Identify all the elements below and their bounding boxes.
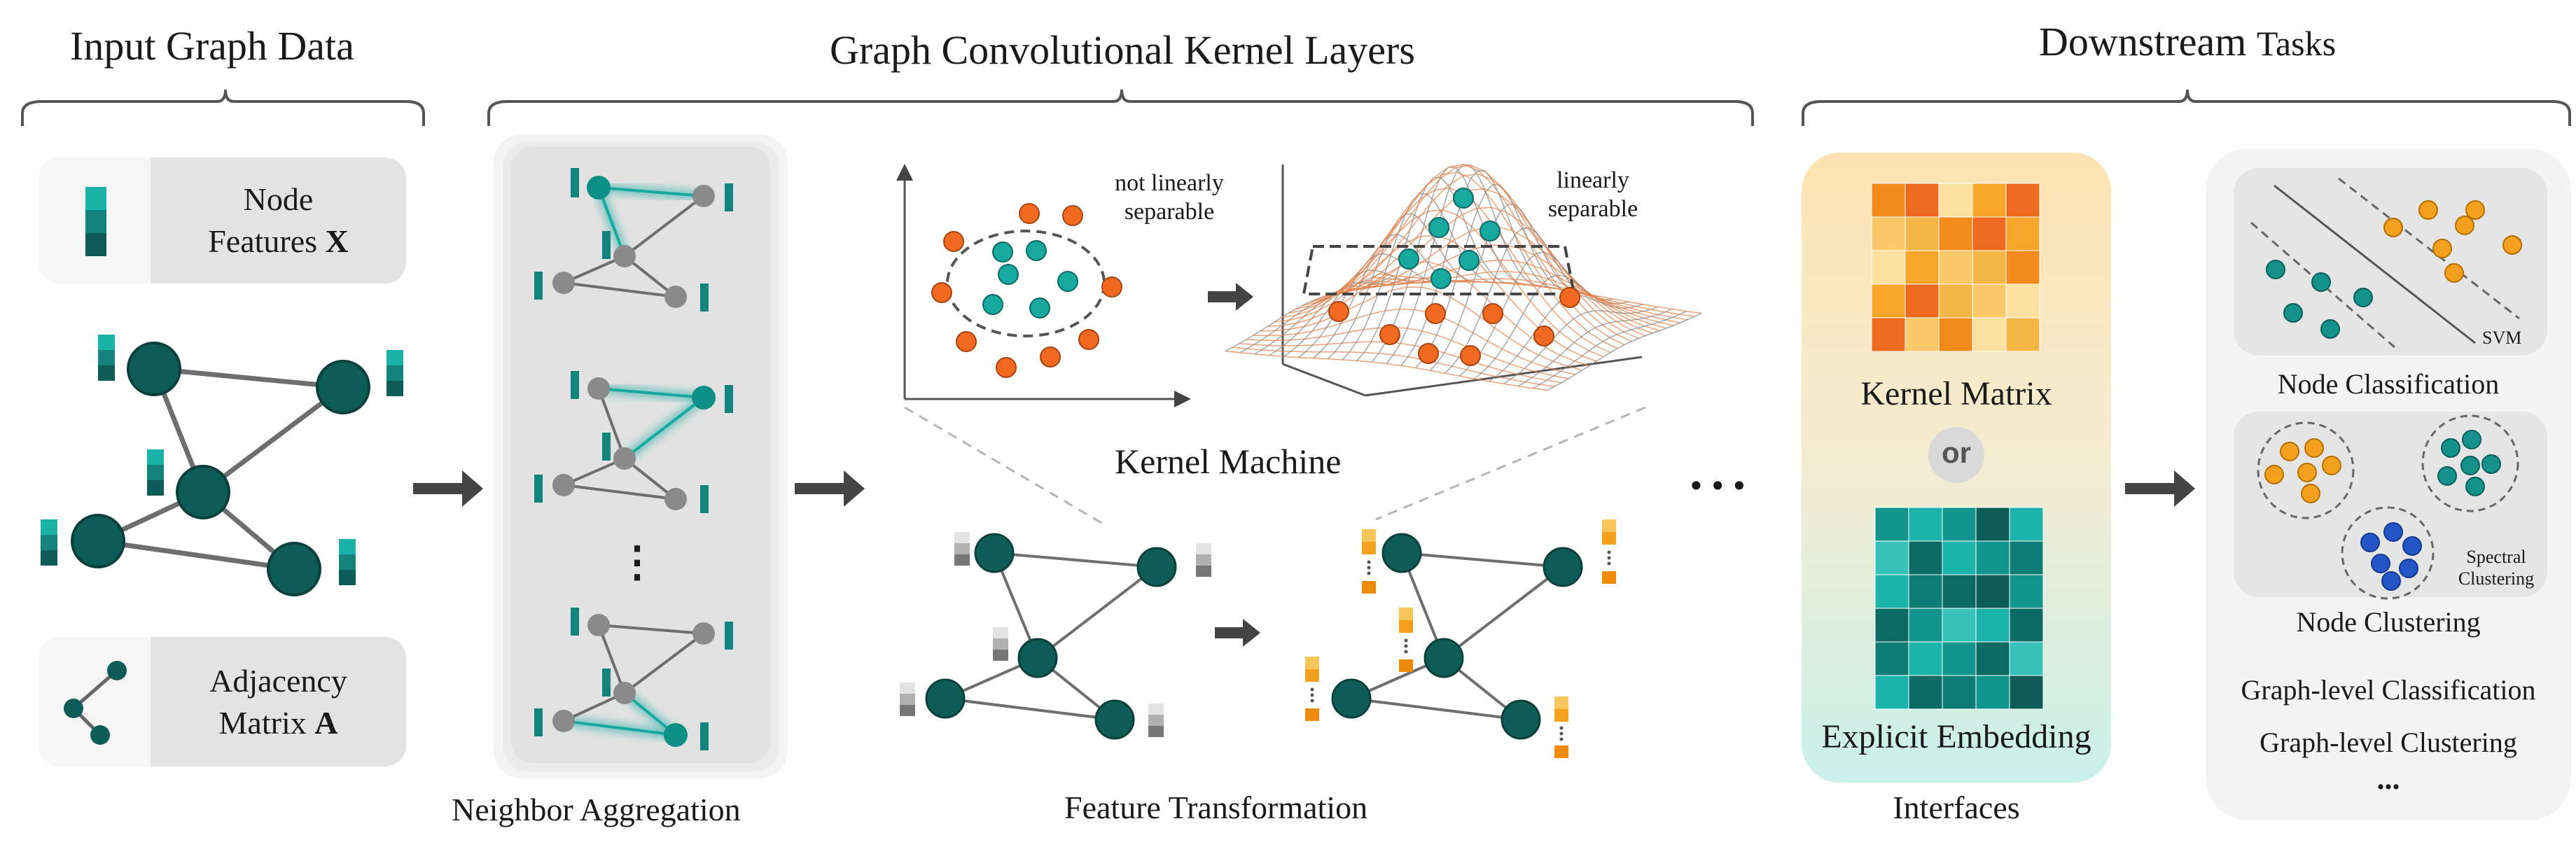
node-features-line2: Features X [208,223,349,259]
node-features-card: Node Features X [39,158,406,284]
adjacency-line1: Adjacency [209,662,347,699]
surface-3d [1225,164,1702,397]
feature-graph-left [900,532,1211,740]
svm-plot [2250,177,2522,349]
mini-graph-1 [534,168,733,312]
downstream-title: Downstream Tasks [2039,18,2336,65]
adjacency-card: Adjacency Matrix A [39,637,406,766]
kernel-machine-label: Kernel Machine [1115,442,1342,481]
graph-node [176,465,230,519]
kernel-matrix-heatmap [1871,183,2040,352]
downstream-ellipsis: ... [2376,762,2400,796]
node-clustering-label: Node Clustering [2296,606,2481,638]
brace-downstream [1802,89,2571,126]
graph-node [267,542,321,596]
graph-clustering-label: Graph-level Clustering [2260,727,2517,758]
section-braces [21,89,2571,126]
graph-classification-label: Graph-level Classification [2241,674,2536,706]
brace-input [21,89,425,126]
node-features-line1: Node [243,181,314,218]
arrow-icon [1208,283,1253,311]
input-graph-title: Input Graph Data [70,23,354,69]
arrow-icon [1215,619,1260,647]
more-layers-icon: ••• [1687,469,1753,503]
interfaces-label: Interfaces [1893,790,2020,825]
mini-graph-3 [534,608,733,750]
graph-glyph-icon [39,637,151,766]
arrow-icon [413,470,483,507]
vdots-icon: ⋮ [616,539,658,585]
feature-graph-right [1305,519,1616,758]
or-badge [1928,427,1984,483]
graph-node [127,342,181,396]
clustering-plot [2257,414,2519,600]
brace-gck [487,89,1754,126]
downstream-title-a: Downstream [2039,19,2247,64]
graph-node [316,360,370,414]
downstream-panel [2206,148,2571,820]
scatter-2d [896,164,1191,407]
or-label: or [1942,436,1971,469]
kernel-matrix-label: Kernel Matrix [1860,375,2052,412]
arrow-icon [795,470,865,507]
mini-graph-2 [534,371,733,513]
flow-arrows [413,283,2195,647]
arrow-icon [2125,470,2195,507]
interfaces-panel [1802,153,2111,783]
graph-node [71,514,125,568]
svm-label: SVM [2482,328,2522,348]
feature-bars [41,335,403,585]
embedding-heatmap [1874,507,2044,710]
neighbor-aggregation-label: Neighbor Aggregation [452,792,741,827]
feature-bar-icon [39,158,151,284]
explicit-embedding-label: Explicit Embedding [1821,718,2091,755]
node-classification-label: Node Classification [2277,368,2500,400]
feature-transformation-label: Feature Transformation [1064,790,1368,825]
downstream-title-b: Tasks [2256,24,2337,63]
gck-layers-title: Graph Convolutional Kernel Layers [830,27,1415,73]
adjacency-line2: Matrix A [218,704,338,741]
input-graph [41,335,403,596]
